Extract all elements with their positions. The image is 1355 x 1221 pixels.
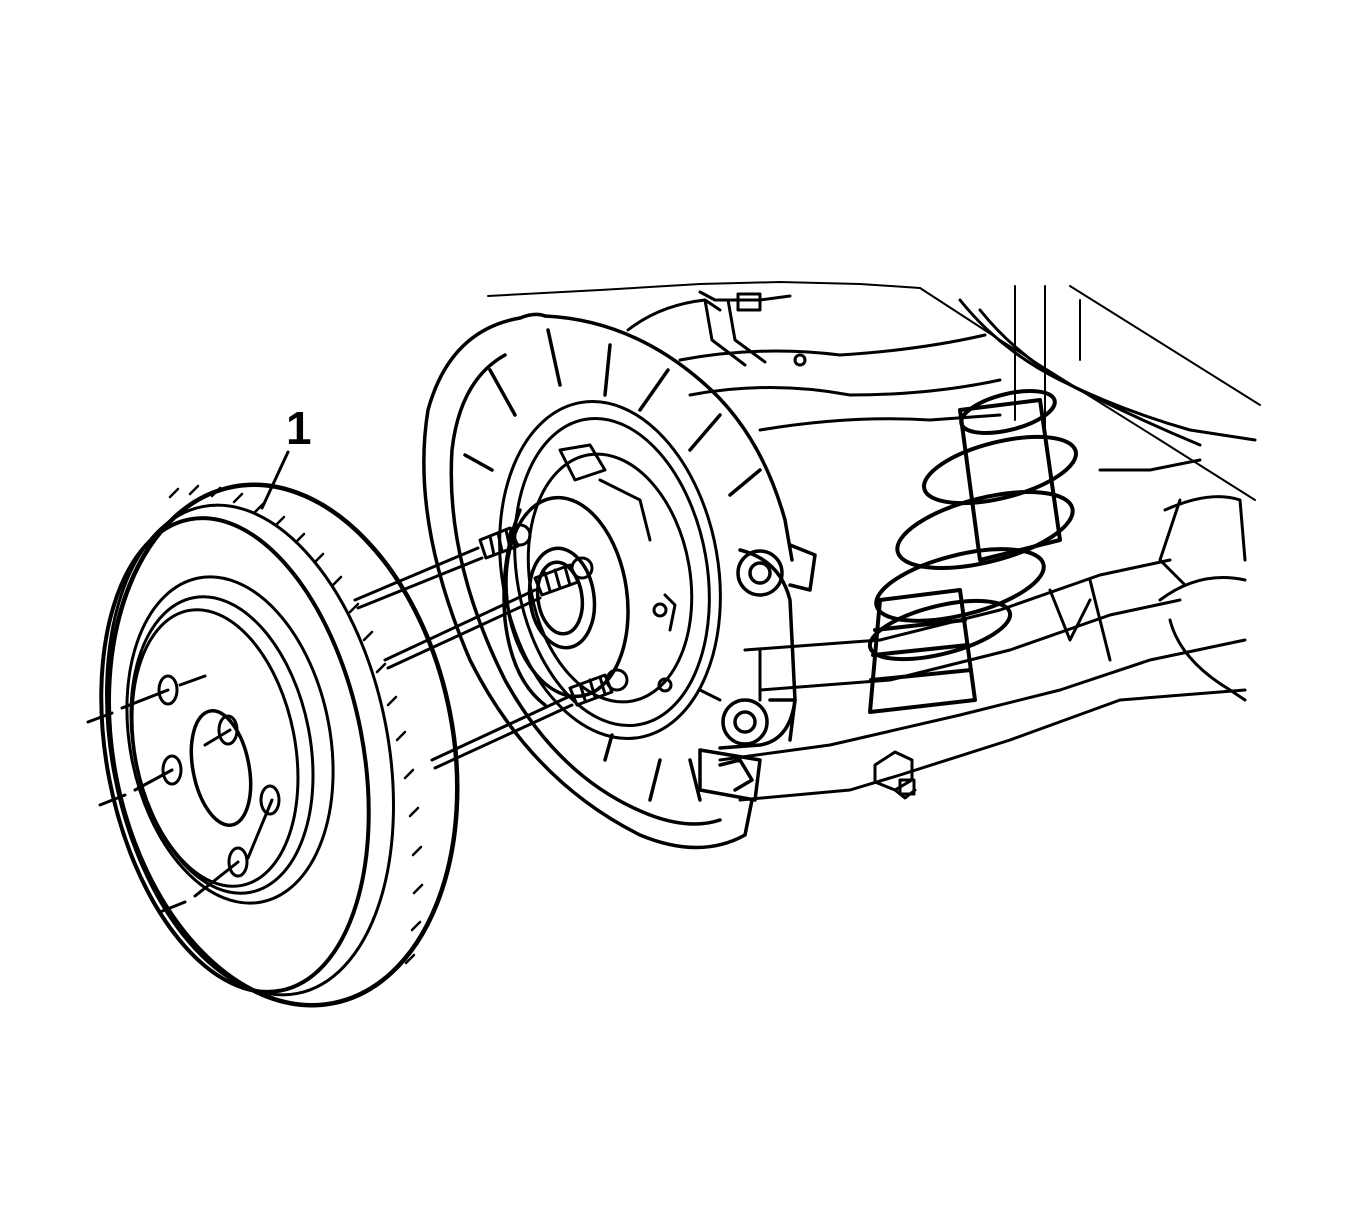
rotor-cooling-vanes [168, 484, 424, 965]
steering-knuckle [698, 543, 817, 802]
lower-arm-nut [873, 750, 917, 800]
spring-upper-mount [958, 298, 1257, 472]
callout-leader-line [260, 450, 290, 510]
callout-label-1: 1 [286, 402, 312, 454]
upper-control-arm [678, 333, 1002, 432]
rotor-lug-hole [259, 784, 281, 816]
chassis-body-panels [487, 281, 1261, 501]
right-side-bushing [1048, 495, 1247, 702]
rotor-lug-hole [157, 674, 179, 706]
rotor-lug-hole [217, 714, 239, 746]
brake-hose-lines [626, 290, 792, 367]
stud-path-dashed-lines [86, 674, 274, 914]
alignment-guide-lines [353, 546, 574, 770]
brake-backing-plate [422, 312, 794, 850]
coil-spring [867, 389, 1078, 714]
wheel-studs [478, 523, 629, 707]
rotor-lug-hole [227, 846, 249, 878]
parking-brake-assembly [498, 400, 722, 740]
wheel-stud [478, 523, 532, 560]
lower-control-arm [718, 558, 1247, 802]
wheel-stud [568, 668, 629, 707]
brake-rotor [99, 482, 460, 1008]
rotor-lug-hole [161, 754, 183, 786]
wheel-stud [533, 556, 594, 597]
